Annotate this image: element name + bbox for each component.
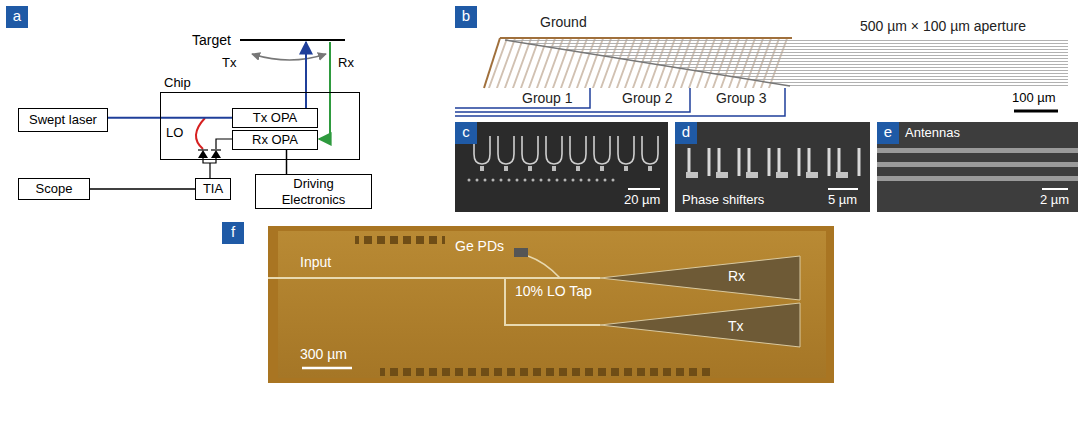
scale-label: 5 µm [828,193,857,208]
box-text: Rx OPA [252,132,298,148]
box-text: Swept laser [29,112,97,128]
scale-bar [828,188,858,190]
connector-line [108,117,232,119]
connector-line [286,150,288,174]
splitter-edge [505,40,790,86]
panel-tag: d [675,122,697,144]
group-bus [455,88,785,116]
panel-letter: b [455,6,477,26]
antenna-band [877,148,1078,153]
phase-shifter-row [685,148,865,184]
scale-bar [302,367,352,370]
group-bus [455,88,690,112]
scale-label: 300 µm [300,346,347,362]
panel-letter: f [222,222,244,242]
part-label: Ge PDs [455,238,504,254]
part-label: Phase shifters [682,193,764,208]
scale-bar [628,188,660,190]
scale-label: 2 µm [1040,193,1069,208]
sem-image [877,122,1078,212]
panel-tag: e [877,122,899,144]
tia-box: TIA [195,178,231,200]
opa-box: Rx OPA [232,130,318,150]
box-text: Scope [36,181,73,197]
antenna-band [877,176,1078,181]
laser-box: Swept laser [18,108,108,132]
part-label: Rx [728,268,745,284]
lo-tap-waveguide [528,256,560,278]
opa-box: Tx OPA [232,108,318,128]
dimension-label: 500 µm × 100 µm aperture [860,18,1026,34]
chip-box: ChipTx OPARx OPA [160,92,360,160]
box-text: Driving Electronics [261,176,366,207]
sem-image [675,122,870,212]
connector-line [90,188,195,190]
beam-label: Tx [222,56,236,71]
box-text: Chip [164,75,191,90]
group-label: Group 1 [522,90,573,106]
rx-beam [319,42,330,139]
panel-tag: c [455,122,477,144]
panel-letter: e [877,122,899,142]
lo-path [196,118,205,149]
sem-image [455,122,668,212]
pad-row [380,368,710,377]
part-label: 10% LO Tap [515,283,592,299]
part-label: Ground [540,14,587,30]
panel-letter: a [6,6,28,26]
scope-box: Scope [18,178,90,200]
tx-array [600,303,800,347]
waveguide [505,278,600,325]
beam-label: Rx [338,56,354,71]
target-label: Target [192,32,231,48]
part-label: Input [300,254,331,270]
panel-tag: a [6,6,28,28]
photodiode-bar [211,149,221,150]
pad-row [355,236,445,245]
photodiode-bar [198,149,208,150]
heater-row [470,134,660,174]
group-label: Group 3 [716,90,767,106]
panel-letter: c [455,122,477,142]
panel-tag: f [222,222,244,244]
via-row [465,176,615,186]
panel-letter: d [675,122,697,142]
part-label: Antennas [905,126,960,141]
ge-photodiode [514,248,528,257]
target-line [240,39,345,41]
antenna-array [505,40,1068,86]
box-text: TIA [203,181,223,197]
scale-label: 20 µm [624,193,660,208]
group-bus [455,88,590,108]
scale-bar [1014,110,1058,113]
chip-photo [268,226,834,383]
part-label: Tx [728,318,744,334]
chip-surface [278,231,826,378]
box-text: Tx OPA [253,110,298,126]
photodiode-symbol [198,150,208,158]
tx-beam [305,42,307,108]
scale-bar [1042,188,1068,190]
rx-array [600,256,800,300]
rx-wire [216,139,232,149]
waveguide [268,277,600,279]
electronics-box: Driving Electronics [255,174,372,209]
scale-label: 100 µm [1012,91,1056,106]
antenna-band [877,162,1078,167]
group-label: Group 2 [622,90,673,106]
ground-line [484,38,500,88]
panel-tag: b [455,6,477,28]
steering-arc [252,54,326,60]
tia-wire [203,158,216,178]
signal-label: LO [166,126,183,141]
photodiode-symbol [211,150,221,158]
ground-line [500,37,792,39]
